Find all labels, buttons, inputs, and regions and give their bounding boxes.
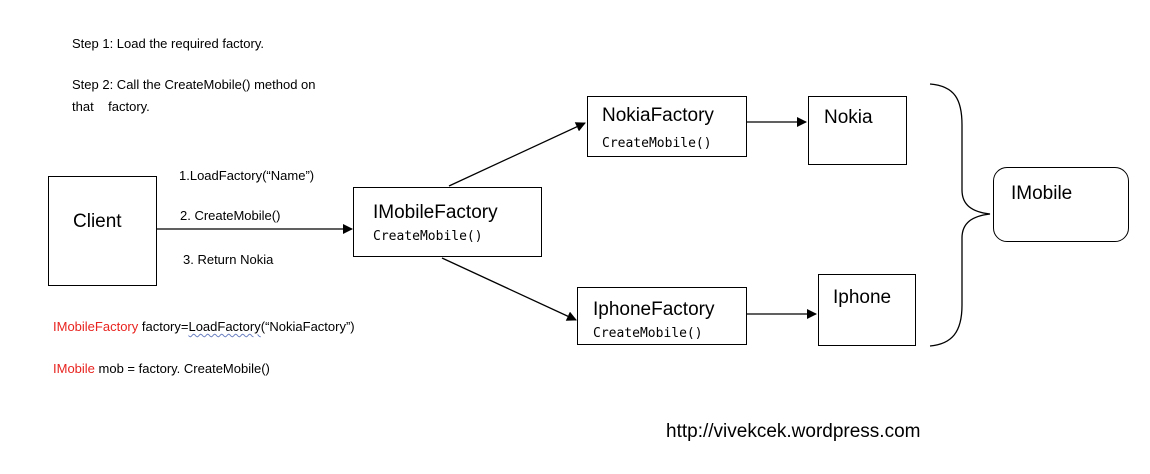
curly-brace (929, 83, 991, 347)
iphone-label: Iphone (833, 287, 892, 308)
code-line-1-assign: factory= (138, 319, 189, 334)
step-2-text-line-1: Step 2: Call the CreateMobile() method o… (72, 77, 316, 92)
imobile-label: IMobile (1011, 183, 1073, 204)
nokiafactory-method: CreateMobile() (602, 136, 712, 151)
client-box: Client (48, 176, 157, 286)
nokiafactory-title: NokiaFactory (602, 105, 714, 126)
code-line-2: IMobile mob = factory. CreateMobile() (53, 361, 270, 376)
iphonefactory-box: IphoneFactory CreateMobile() (577, 287, 747, 345)
create-mobile-label: 2. CreateMobile() (180, 208, 281, 223)
imobilefactory-box: IMobileFactory CreateMobile() (353, 187, 542, 257)
step-2-text-line-2: that factory. (72, 99, 150, 114)
load-factory-label: 1.LoadFactory(“Name”) (179, 168, 315, 183)
iphonefactory-method: CreateMobile() (593, 326, 703, 341)
nokia-box: Nokia (808, 96, 907, 165)
nokia-label: Nokia (824, 107, 873, 128)
arrow-imobilefactory-to-nokiafactory (448, 122, 586, 187)
code-line-1-func: LoadFactory (188, 319, 261, 334)
arrow-imobilefactory-to-iphonefactory (441, 257, 577, 321)
code-line-1-type: IMobileFactory (53, 319, 139, 334)
iphonefactory-title: IphoneFactory (593, 299, 715, 320)
nokiafactory-box: NokiaFactory CreateMobile() (587, 96, 747, 157)
return-nokia-label: 3. Return Nokia (183, 252, 274, 267)
imobile-box: IMobile (993, 167, 1129, 242)
code-line-1-args: (“NokiaFactory”) (260, 319, 355, 334)
code-line-1: IMobileFactory factory=LoadFactory(“Noki… (53, 319, 355, 334)
code-line-2-rest: mob = factory. CreateMobile() (94, 361, 270, 376)
code-line-2-type: IMobile (53, 361, 95, 376)
footer-url: http://vivekcek.wordpress.com (666, 421, 921, 442)
client-label: Client (73, 211, 122, 232)
imobilefactory-method: CreateMobile() (373, 229, 483, 244)
iphone-box: Iphone (818, 274, 916, 346)
imobilefactory-title: IMobileFactory (373, 202, 498, 223)
step-1-text: Step 1: Load the required factory. (72, 36, 264, 51)
